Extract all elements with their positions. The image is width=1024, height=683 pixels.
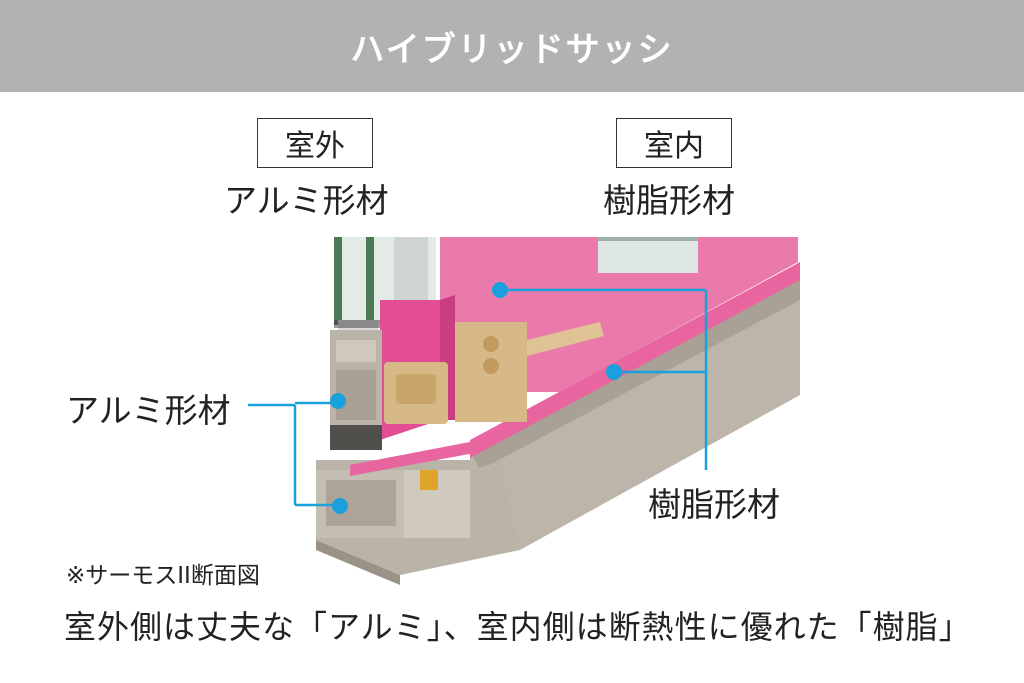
indoor-label: 室内 xyxy=(644,129,704,164)
header-bar: ハイブリッドサッシ xyxy=(0,0,1024,92)
indoor-material-label: 樹脂形材 xyxy=(603,181,735,220)
page-title: ハイブリッドサッシ xyxy=(350,29,674,70)
resin-rail-cap xyxy=(470,262,800,458)
callout-dot-aluminum-lower xyxy=(332,498,348,514)
callout-label-aluminum: アルミ形材 xyxy=(66,391,231,430)
callout-dot-resin-upper xyxy=(492,282,508,298)
outdoor-material-label: アルミ形材 xyxy=(224,181,389,220)
resin-sill-cap xyxy=(350,440,480,476)
diagram-note: ※サーモスII断面図 xyxy=(66,563,260,589)
callout-label-resin: 樹脂形材 xyxy=(648,485,780,524)
indoor-glass-edge xyxy=(598,237,698,273)
callout-dot-aluminum-upper xyxy=(330,393,346,409)
indoor-label-box: 室内 xyxy=(616,118,732,168)
outdoor-label-box: 室外 xyxy=(257,118,373,168)
callout-dot-resin-lower xyxy=(606,364,622,380)
corner-bracket-arm xyxy=(527,322,604,356)
outdoor-label: 室外 xyxy=(285,129,345,164)
caption-text: 室外側は丈夫な「アルミ」、室内側は断熱性に優れた「樹脂」 xyxy=(64,608,972,646)
